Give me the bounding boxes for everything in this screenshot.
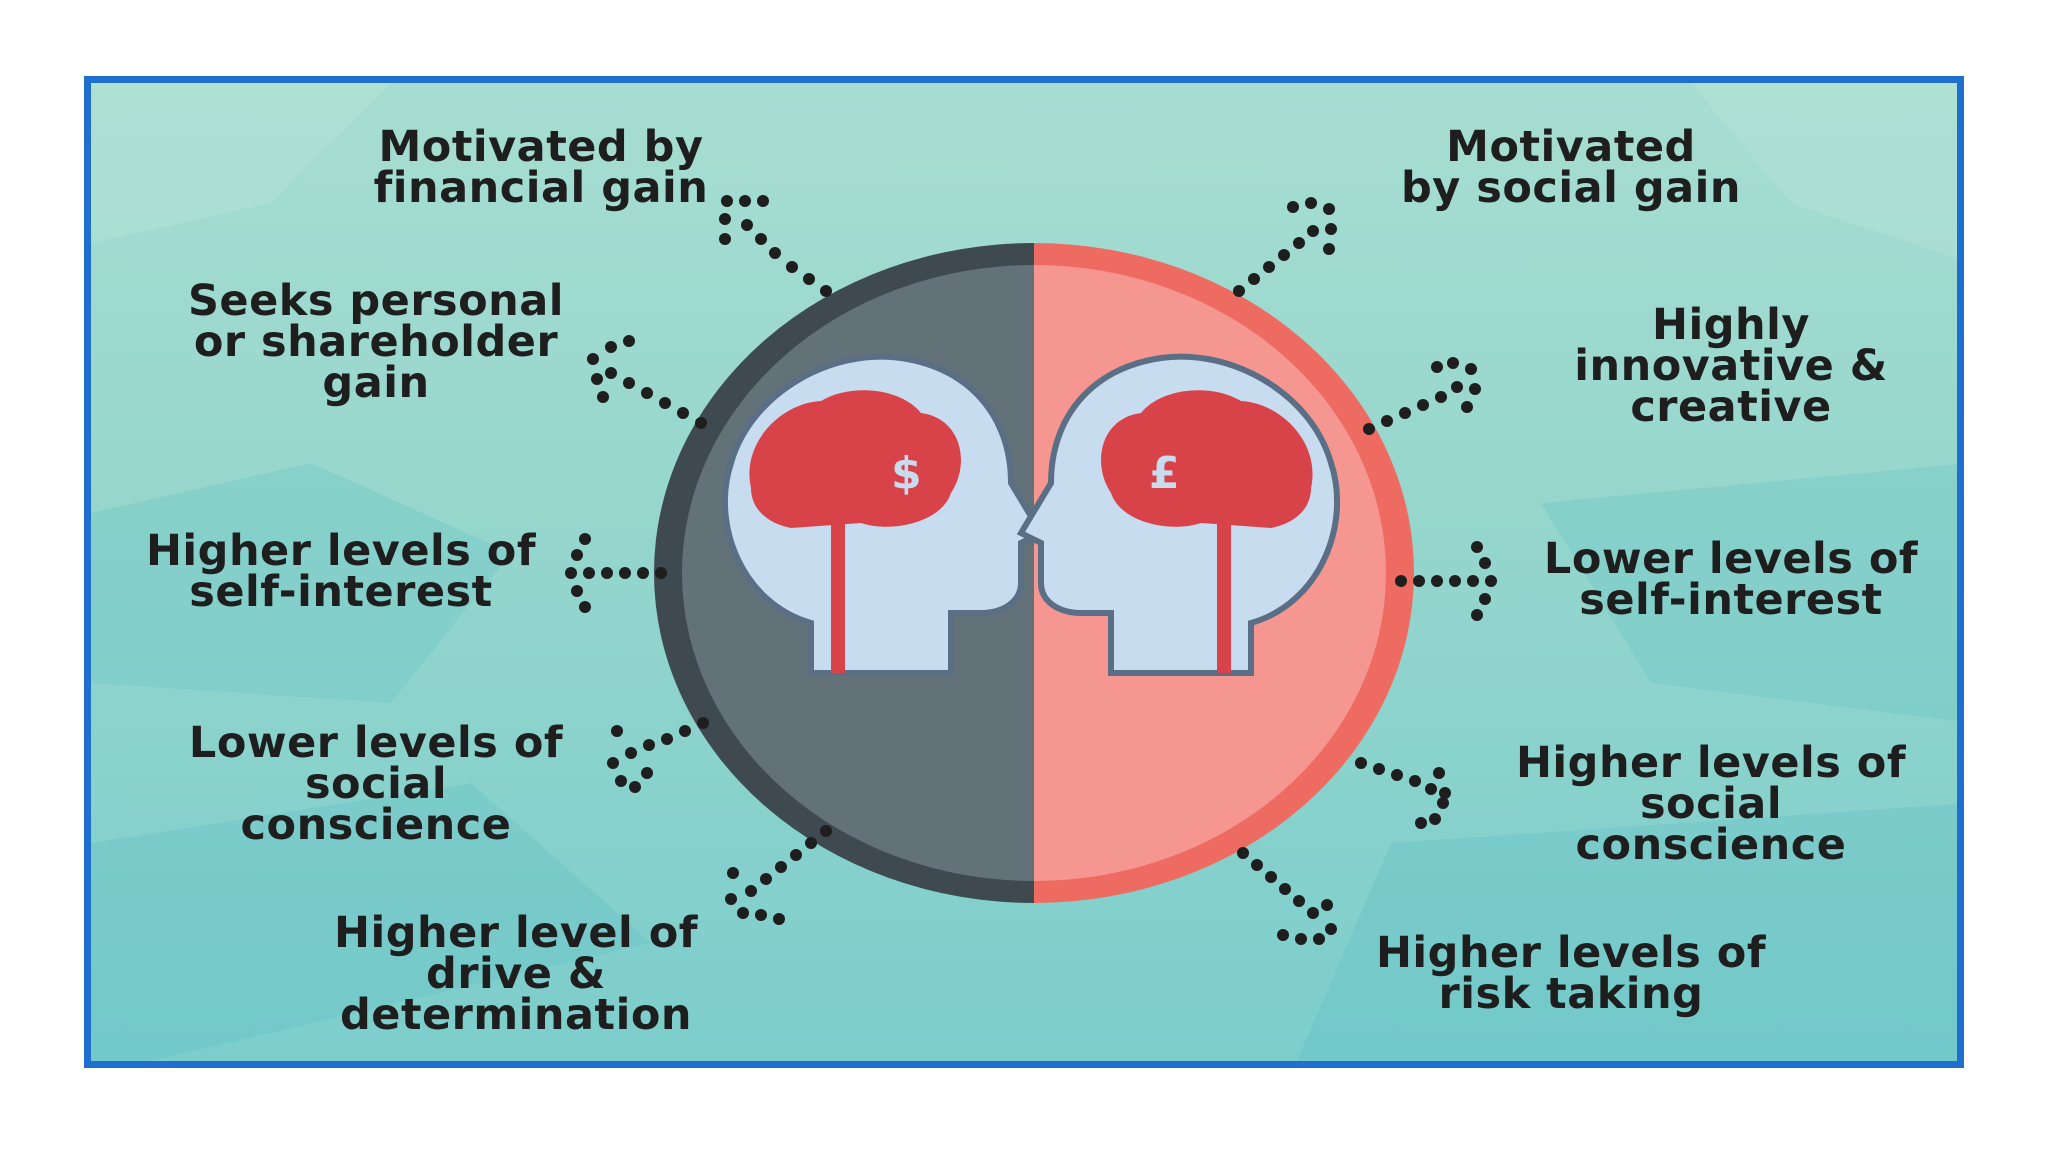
label-higher-social-conscience: Higher levels of social conscience (1491, 743, 1931, 866)
svg-text:$: $ (891, 448, 922, 499)
label-seeks-personal-gain: Seeks personal or shareholder gain (161, 281, 591, 404)
label-lower-self-interest: Lower levels of self-interest (1511, 539, 1951, 621)
connector-right-5 (1237, 847, 1337, 945)
connector-left-1 (719, 195, 832, 297)
connector-right-4 (1355, 757, 1451, 829)
connector-left-3 (565, 533, 667, 613)
svg-text:£: £ (1149, 448, 1180, 499)
connector-left-4 (607, 717, 709, 793)
label-motivated-financial: Motivated by financial gain (341, 127, 741, 209)
label-higher-drive: Higher level of drive & determination (301, 913, 731, 1036)
connector-right-1 (1233, 197, 1337, 297)
label-highly-innovative: Highly innovative & creative (1521, 305, 1941, 428)
label-motivated-social: Motivated by social gain (1371, 127, 1771, 209)
label-lower-social-conscience: Lower levels of social conscience (161, 723, 591, 846)
connector-left-2 (587, 335, 707, 429)
label-higher-risk: Higher levels of risk taking (1351, 933, 1791, 1015)
connector-left-5 (725, 825, 832, 925)
connector-right-2 (1363, 357, 1481, 435)
label-higher-self-interest: Higher levels of self-interest (121, 531, 561, 613)
infographic-frame: $ £ (84, 76, 1964, 1068)
